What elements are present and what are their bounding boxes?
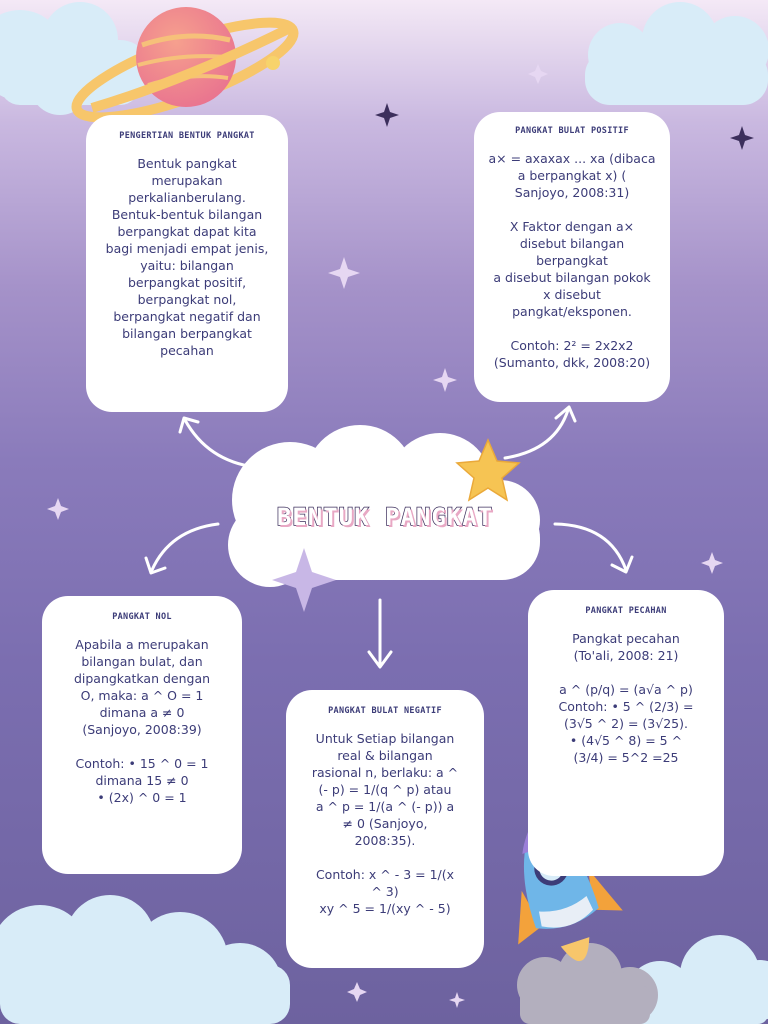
card-pangkat-pecahan: Pangkat Pecahan Pangkat pecahan (To'ali,… [528, 590, 724, 876]
card-pengertian-bentuk-pangkat: Pengertian Bentuk Pangkat Bentuk pangkat… [86, 115, 288, 412]
card-title: Pangkat Bulat Positif [515, 126, 629, 136]
cloud-icon [0, 2, 150, 115]
card-title: Pangkat Bulat Negatif [328, 706, 442, 716]
card-body: Bentuk pangkat merupakan perkalianberula… [105, 156, 269, 358]
card-body: Apabila a merupakan bilangan bulat, dan … [73, 637, 211, 805]
card-pangkat-bulat-positif: Pangkat Bulat Positif a× = axaxax ... xa… [474, 112, 670, 402]
cloud-icon [0, 895, 290, 1024]
cloud-icon [228, 425, 540, 587]
smoke-icon [517, 943, 658, 1024]
sparkle-icon [272, 548, 336, 612]
sparkle-icon [375, 103, 754, 150]
card-title: Pengertian Bentuk Pangkat [119, 131, 255, 141]
cloud-icon [625, 935, 768, 1024]
cloud-icon [585, 2, 768, 105]
card-body: Untuk Setiap bilangan real & bilangan ra… [311, 731, 459, 916]
card-pangkat-nol: Pangkat Nol Apabila a merupakan bilangan… [42, 596, 242, 874]
card-pangkat-bulat-negatif: Pangkat Bulat Negatif Untuk Setiap bilan… [286, 690, 484, 968]
card-body: Pangkat pecahan (To'ali, 2008: 21) a ^ (… [558, 631, 694, 765]
star-icon [455, 438, 521, 502]
sparkle-icon [47, 64, 723, 1008]
card-body: a× = axaxax ... xa (dibaca a berpangkat … [488, 151, 656, 370]
main-title: BENTUK PANGKAT [276, 502, 494, 532]
card-title: Pangkat Pecahan [585, 606, 667, 616]
card-title: Pangkat Nol [112, 612, 172, 622]
arrow-icon [144, 405, 634, 669]
planet-icon [71, 7, 299, 123]
